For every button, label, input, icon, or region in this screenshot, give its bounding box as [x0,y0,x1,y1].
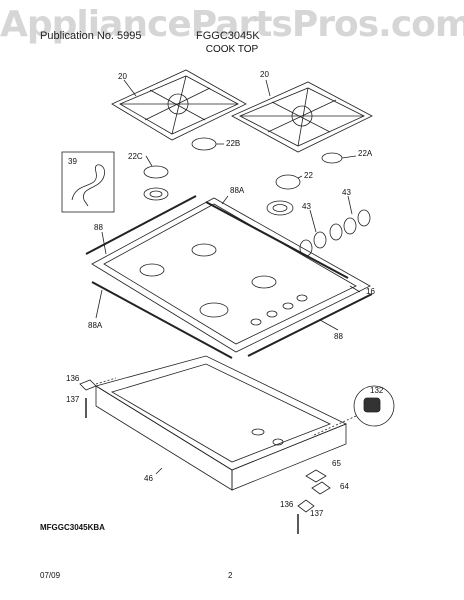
bracket-64-drawing[interactable] [311,481,331,495]
callout-88-left: 88 [94,223,103,232]
burner-base-right[interactable] [266,200,294,216]
callout-22: 22 [304,171,313,180]
callout-88a-top: 88A [230,186,245,195]
burner-cap-22[interactable] [275,174,301,190]
callout-137-bottom: 137 [310,509,324,518]
trim-strip-88a-top[interactable] [205,201,349,279]
knob-set-drawing[interactable] [299,209,371,257]
burner-box-drawing[interactable] [95,355,347,491]
callout-46: 46 [144,474,153,483]
publication-number: Publication No. 5995 [40,30,142,42]
callout-137-top: 137 [66,395,80,404]
valve-detail-drawing[interactable] [311,385,395,437]
burner-base-left[interactable] [143,187,169,201]
callout-43-knobs: 43 [342,188,351,197]
callout-65: 65 [332,459,341,468]
burner-cap-22b[interactable] [191,137,217,151]
callout-132: 132 [370,386,384,395]
callout-20-left: 20 [118,72,127,81]
callout-22a: 22A [358,149,373,158]
footer-date: 07/09 [40,571,61,580]
callout-88a-bottom: 88A [88,321,103,330]
grate-left-drawing[interactable] [111,69,247,141]
watermark-logo: AppliancePartsPros.com [0,4,464,45]
bracket-136-bottom-drawing[interactable] [297,499,315,513]
callout-39: 39 [68,157,77,166]
cooktop-surface-drawing[interactable] [91,197,371,353]
callout-22b: 22B [226,139,240,148]
power-cord-drawing[interactable] [61,151,115,213]
callout-64: 64 [340,482,349,491]
bracket-136-top-drawing[interactable] [79,377,117,391]
page-number: 2 [228,571,233,580]
model-number: MFGGC3045KBA [40,523,105,532]
burner-cap-22a[interactable] [321,152,343,164]
section-title: COOK TOP [205,44,259,55]
callout-43-single: 43 [302,202,311,211]
burner-cap-22c[interactable] [143,165,169,179]
grate-right-drawing[interactable] [231,81,373,153]
trim-strip-88a-bottom[interactable] [91,281,233,359]
callout-136-top: 136 [66,374,80,383]
trim-strip-88-right[interactable] [247,293,373,357]
callout-136-bottom: 136 [280,500,294,509]
callout-20-right: 20 [260,70,269,79]
model-header: FGGC3045K [196,30,260,42]
callout-88-right: 88 [334,332,343,341]
callout-16: 16 [366,287,375,296]
callout-22c: 22C [128,152,143,161]
bracket-65-drawing[interactable] [305,469,327,483]
